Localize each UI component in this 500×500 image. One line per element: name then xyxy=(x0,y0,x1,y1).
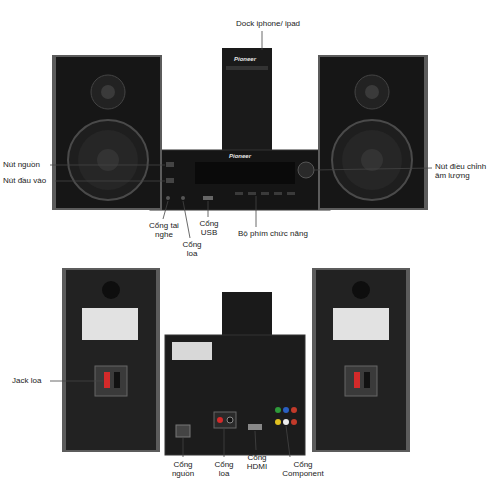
speaker-front xyxy=(56,57,160,208)
power-button xyxy=(166,162,174,167)
speaker-back xyxy=(316,270,406,450)
speaker-cabinet xyxy=(312,268,410,452)
dock xyxy=(222,292,272,337)
component-jack xyxy=(291,407,297,413)
callout-label: Cổng USB xyxy=(197,219,221,237)
headphone-jack xyxy=(166,196,170,200)
bass-port xyxy=(102,281,120,299)
jack-plate xyxy=(345,366,377,396)
speaker-cabinet xyxy=(318,55,428,210)
dock-slot xyxy=(226,66,268,70)
speaker-front xyxy=(320,57,424,208)
callout-label: Cổng nguồn xyxy=(166,460,200,478)
speaker-cabinet xyxy=(62,268,160,452)
display xyxy=(195,162,295,184)
callout-label: Jack loa xyxy=(12,376,41,385)
audio-jack xyxy=(283,419,289,425)
hdmi-port xyxy=(248,424,262,430)
callout-label: Cổng Component xyxy=(276,460,330,478)
woofer-cap xyxy=(361,149,383,171)
terminal-red xyxy=(217,417,223,423)
speaker-cabinet xyxy=(52,55,162,210)
main-unit xyxy=(150,150,330,210)
brand-mark: Pioneer xyxy=(229,153,251,160)
speaker-back xyxy=(66,270,156,450)
volume-knob xyxy=(298,162,314,178)
callout-label: Cổng loa xyxy=(212,460,236,478)
terminal-red xyxy=(104,372,110,388)
callout-label: Cổng loa xyxy=(180,240,204,258)
bass-port xyxy=(352,281,370,299)
input-button xyxy=(166,178,174,183)
callout-label: Bộ phím chức năng xyxy=(238,229,308,238)
callout-label: Cổng HDMI xyxy=(242,453,272,471)
terminal-red xyxy=(354,372,360,388)
component-jack xyxy=(275,407,281,413)
dock xyxy=(222,48,272,152)
video-jack xyxy=(275,419,281,425)
woofer-cap xyxy=(97,149,119,171)
spec-sticker xyxy=(333,308,389,340)
woofer-cone xyxy=(342,130,402,190)
woofer xyxy=(68,120,148,200)
terminal-black xyxy=(114,372,120,388)
callout-label: Nút nguồn xyxy=(3,160,40,169)
main-unit-rear xyxy=(165,335,305,455)
power-socket xyxy=(176,425,190,437)
woofer xyxy=(332,120,412,200)
terminal-black xyxy=(227,417,233,423)
callout-label: Nút đầu vào xyxy=(3,176,46,185)
audio-jack xyxy=(291,419,297,425)
callout-label: Dock iphone/ ipad xyxy=(236,19,300,28)
tweeter-dome xyxy=(365,85,379,99)
aux-jack xyxy=(181,196,185,200)
function-keys xyxy=(235,192,295,195)
usb-port xyxy=(203,196,213,200)
tweeter-dome xyxy=(101,85,115,99)
spec-sticker xyxy=(82,308,138,340)
callout-label: Nút điều chỉnh âm lượng xyxy=(435,162,497,180)
tweeter xyxy=(91,75,125,109)
terminal-black xyxy=(364,372,370,388)
rating-sticker xyxy=(172,342,212,360)
leader-lines xyxy=(50,31,432,457)
brand-mark: Pioneer xyxy=(234,56,256,63)
speaker-terminals xyxy=(214,412,236,428)
tweeter xyxy=(355,75,389,109)
callout-label: Cổng tai nghe xyxy=(146,221,182,239)
component-jack xyxy=(283,407,289,413)
